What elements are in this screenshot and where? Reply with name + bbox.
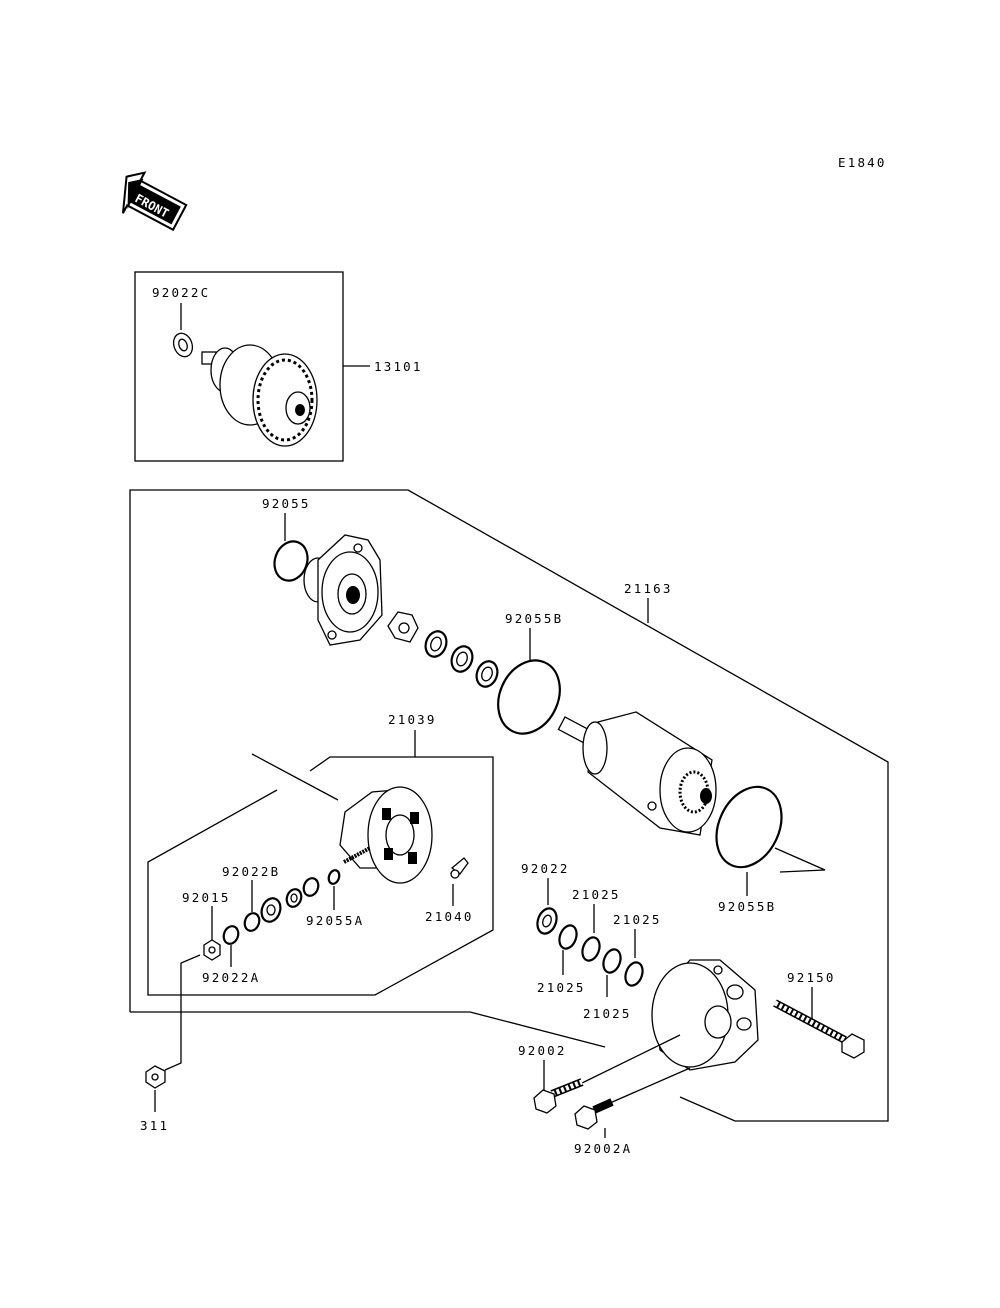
washer-92022 xyxy=(536,907,558,935)
through-bolt-92150 xyxy=(773,999,865,1059)
box-13101 xyxy=(134,271,370,462)
label-92150: 92150 xyxy=(787,970,836,985)
rear-end-cover xyxy=(651,959,759,1071)
label-21025-d: 21025 xyxy=(583,1006,632,1021)
label-21040: 21040 xyxy=(425,909,474,924)
label-92022C: 92022C xyxy=(152,285,210,300)
label-92022B: 92022B xyxy=(222,864,280,879)
box-21163 xyxy=(129,489,889,1122)
label-13101: 13101 xyxy=(374,359,423,374)
clip-21040 xyxy=(450,857,469,879)
label-92015: 92015 xyxy=(182,890,231,905)
o-ring-92055B-top xyxy=(497,659,561,735)
label-92055: 92055 xyxy=(262,496,311,511)
washer-stack-upper xyxy=(424,630,499,688)
label-92022: 92022 xyxy=(521,861,570,876)
brush-holder xyxy=(339,786,433,884)
label-92055B-top: 92055B xyxy=(505,611,563,626)
washer-92022C xyxy=(172,332,194,358)
front-cover xyxy=(303,534,383,646)
label-311: 311 xyxy=(140,1118,169,1133)
o-ring-92055B-bottom xyxy=(715,785,783,869)
yoke-armature xyxy=(557,711,717,836)
box-21039 xyxy=(147,730,494,996)
label-21025-a: 21025 xyxy=(572,887,621,902)
label-92022A: 92022A xyxy=(202,970,260,985)
label-92002: 92002 xyxy=(518,1043,567,1058)
o-ring-92055 xyxy=(273,540,309,582)
bolt-92002 xyxy=(533,1078,584,1114)
label-92055A: 92055A xyxy=(306,913,364,928)
bolt-92002A xyxy=(574,1098,614,1130)
label-92002A: 92002A xyxy=(574,1141,632,1156)
label-92055B-bottom: 92055B xyxy=(718,899,776,914)
nut-311 xyxy=(145,1065,166,1089)
front-arrow-icon: FRONT xyxy=(121,171,188,232)
lock-washer xyxy=(387,611,419,643)
label-21039: 21039 xyxy=(388,712,437,727)
starter-clutch-13101 xyxy=(201,344,318,447)
label-21163: 21163 xyxy=(624,581,673,596)
label-21025-b: 21025 xyxy=(613,912,662,927)
shims-21025 xyxy=(558,924,644,987)
washer-stack-lower xyxy=(203,869,341,961)
diagram-code: E1840 xyxy=(838,155,887,170)
label-21025-c: 21025 xyxy=(537,980,586,995)
